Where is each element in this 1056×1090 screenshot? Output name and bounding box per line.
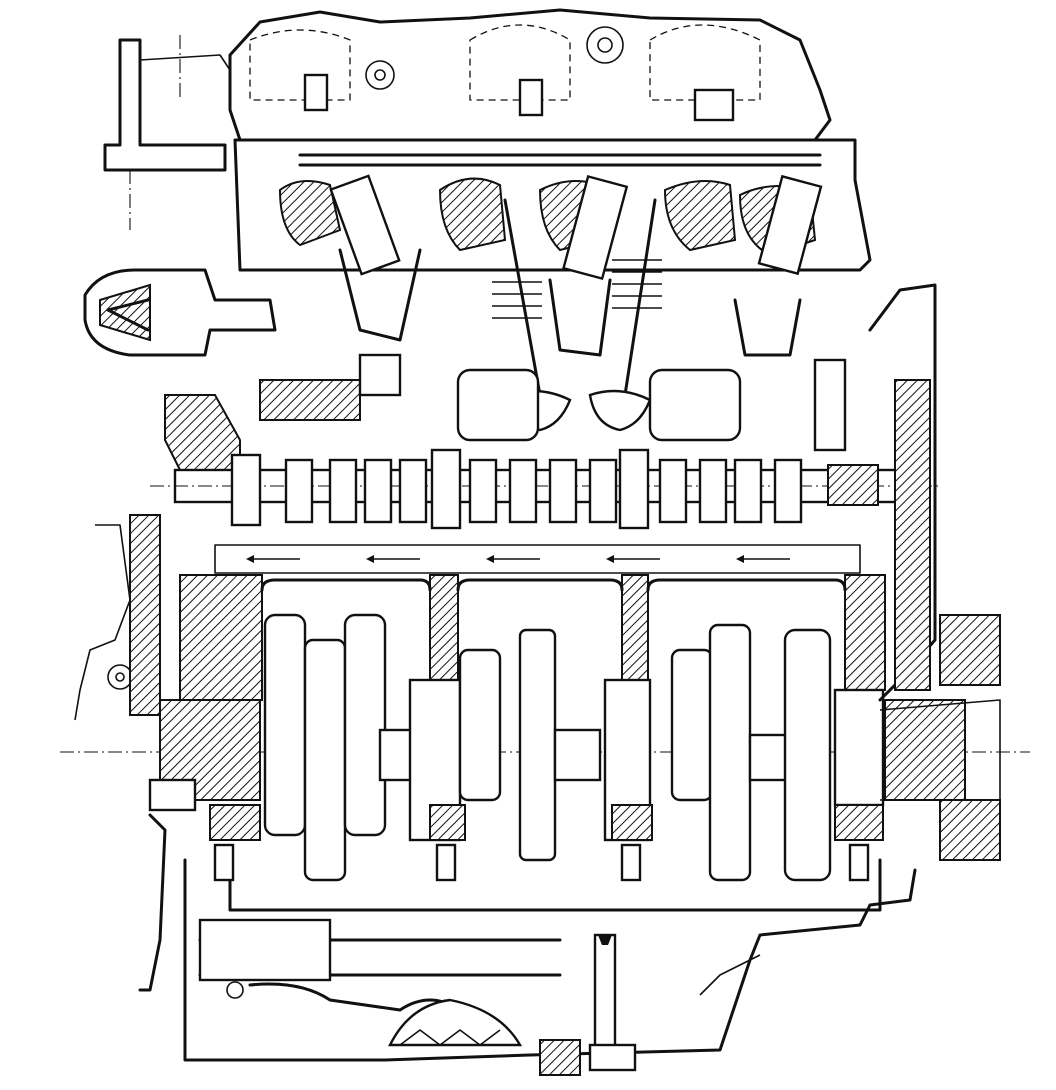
timing-cover bbox=[813, 283, 937, 702]
front-end-accessories bbox=[74, 514, 197, 992]
right-lower-contour bbox=[226, 954, 761, 999]
fuel-injectors bbox=[329, 174, 823, 281]
left-pump-housing bbox=[83, 268, 277, 471]
cylinder-head-cover bbox=[228, 8, 832, 142]
crankcase bbox=[179, 574, 886, 912]
camshaft bbox=[150, 448, 940, 530]
oil-level-sensor bbox=[539, 933, 637, 1076]
tappet-housings bbox=[259, 353, 742, 442]
front-mount-bracket bbox=[103, 35, 231, 230]
oil-pickup-strainer bbox=[248, 982, 523, 1047]
oil-pan bbox=[183, 858, 917, 1062]
crankshaft bbox=[60, 613, 1030, 882]
main-bearing-caps bbox=[209, 804, 884, 882]
